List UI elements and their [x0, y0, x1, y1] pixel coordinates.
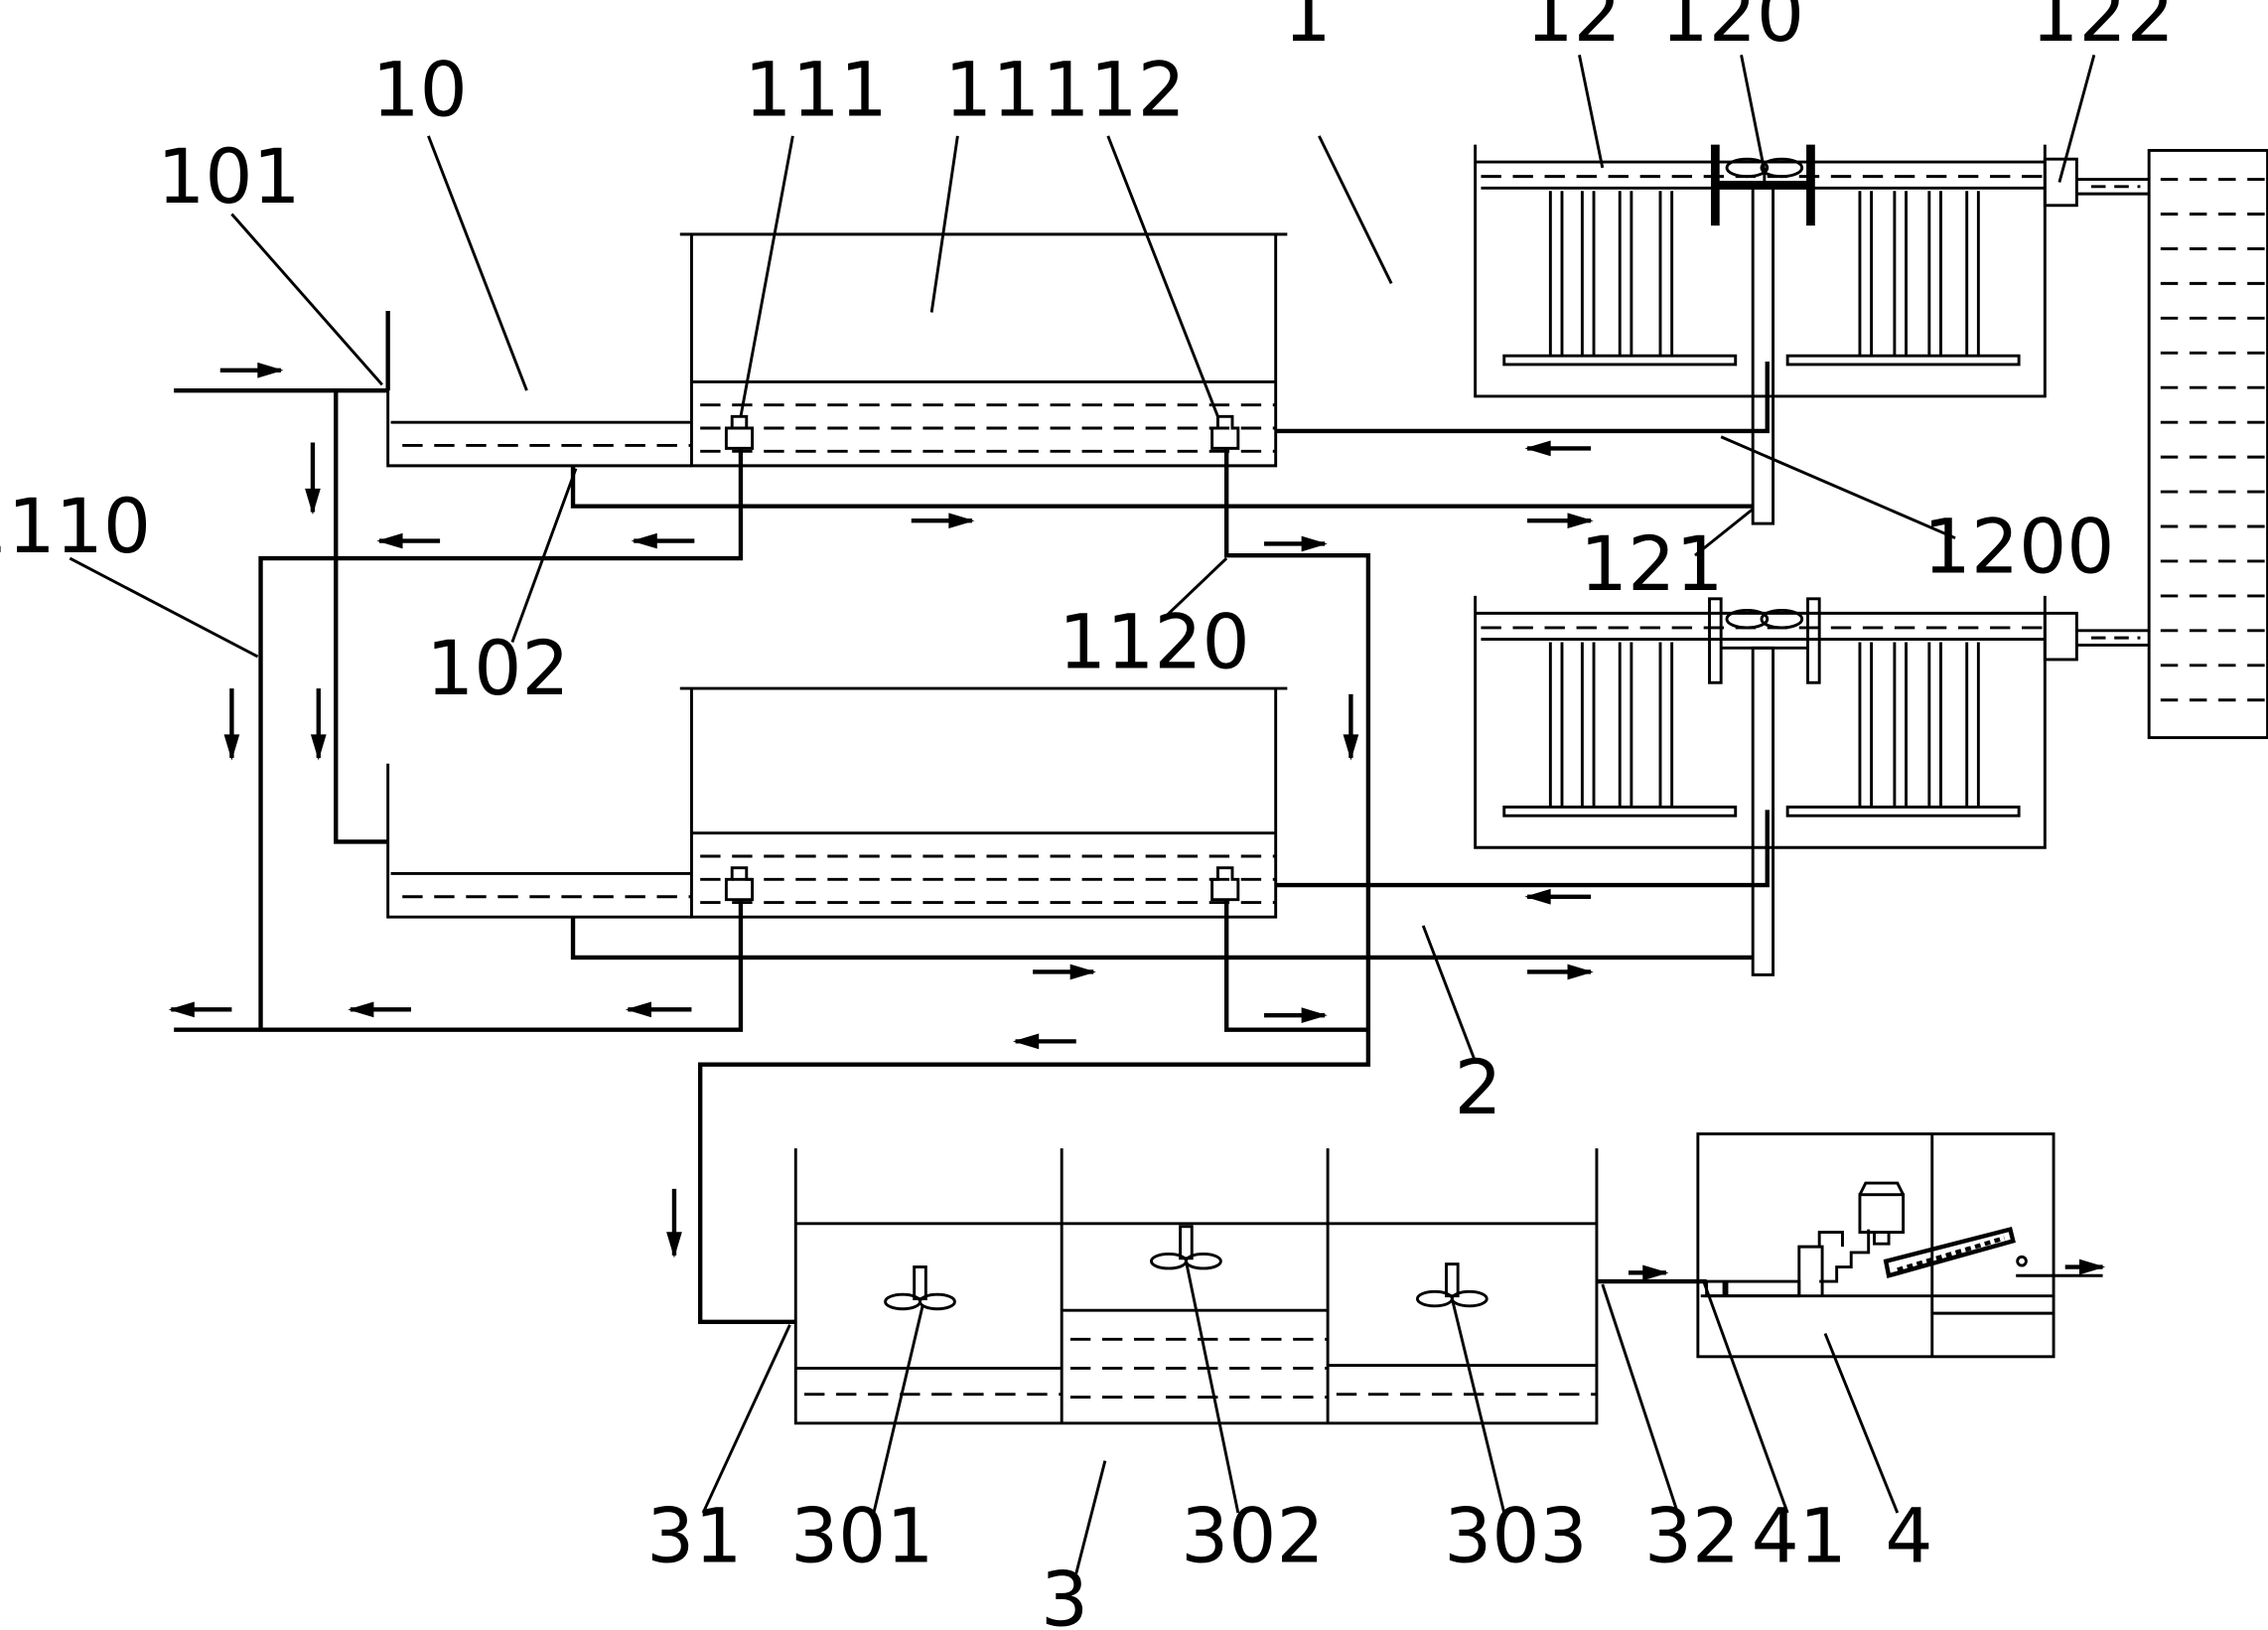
label-41: 41 [1752, 1493, 1847, 1580]
pipe-1200 [1275, 362, 1770, 434]
pipe-102 [570, 465, 1754, 509]
membrane-tank-12 [1474, 144, 2047, 398]
label-1110: 1110 [0, 483, 151, 570]
pipe-1110 [258, 448, 744, 1030]
pipe-1120 [697, 448, 1371, 1325]
label-32: 32 [1644, 1493, 1740, 1580]
label-121: 121 [1580, 520, 1723, 608]
labels: 1 10 101 102 11 111 112 1110 1120 12 120… [0, 0, 2175, 1630]
label-10: 10 [372, 46, 468, 133]
branch-to-unit-2 [334, 390, 388, 844]
membrane-tank-2 [1474, 595, 2150, 976]
settling-tank-2 [679, 686, 1288, 919]
settling-tank-11 [679, 232, 1288, 468]
dewatering-unit-4 [1696, 1132, 2103, 1359]
pump-2a [724, 866, 755, 902]
label-31: 31 [646, 1493, 742, 1580]
pump-111 [724, 414, 755, 450]
label-122: 122 [2031, 0, 2174, 59]
label-111: 111 [744, 46, 888, 133]
clean-water-tank [2147, 148, 2268, 740]
label-101: 101 [157, 133, 301, 221]
label-12: 12 [1525, 0, 1621, 59]
flow-arrows [168, 362, 2106, 1281]
leader-lines [69, 54, 2096, 1574]
label-2: 2 [1454, 1044, 1501, 1131]
label-112: 112 [1042, 46, 1186, 133]
label-1120: 1120 [1059, 599, 1250, 686]
label-120: 120 [1661, 0, 1804, 59]
pump-112 [1210, 414, 1240, 450]
pump-2b [1210, 866, 1240, 902]
mixing-tank-3 [793, 1148, 1599, 1425]
label-303: 303 [1444, 1493, 1587, 1580]
label-301: 301 [790, 1493, 934, 1580]
mixer-301 [884, 1265, 956, 1311]
label-3: 3 [1041, 1556, 1088, 1630]
channel-tank-10 [385, 311, 692, 468]
pipes-unit-2 [174, 810, 1770, 1032]
label-11: 11 [944, 46, 1040, 133]
label-302: 302 [1181, 1493, 1325, 1580]
pipe-121 [1751, 183, 1775, 525]
label-1: 1 [1284, 0, 1332, 59]
label-102: 102 [426, 625, 570, 712]
channel-tank-2 [386, 763, 692, 919]
outlet-122 [2043, 157, 2150, 208]
label-4: 4 [1885, 1493, 1932, 1580]
label-1200: 1200 [1923, 504, 2115, 591]
